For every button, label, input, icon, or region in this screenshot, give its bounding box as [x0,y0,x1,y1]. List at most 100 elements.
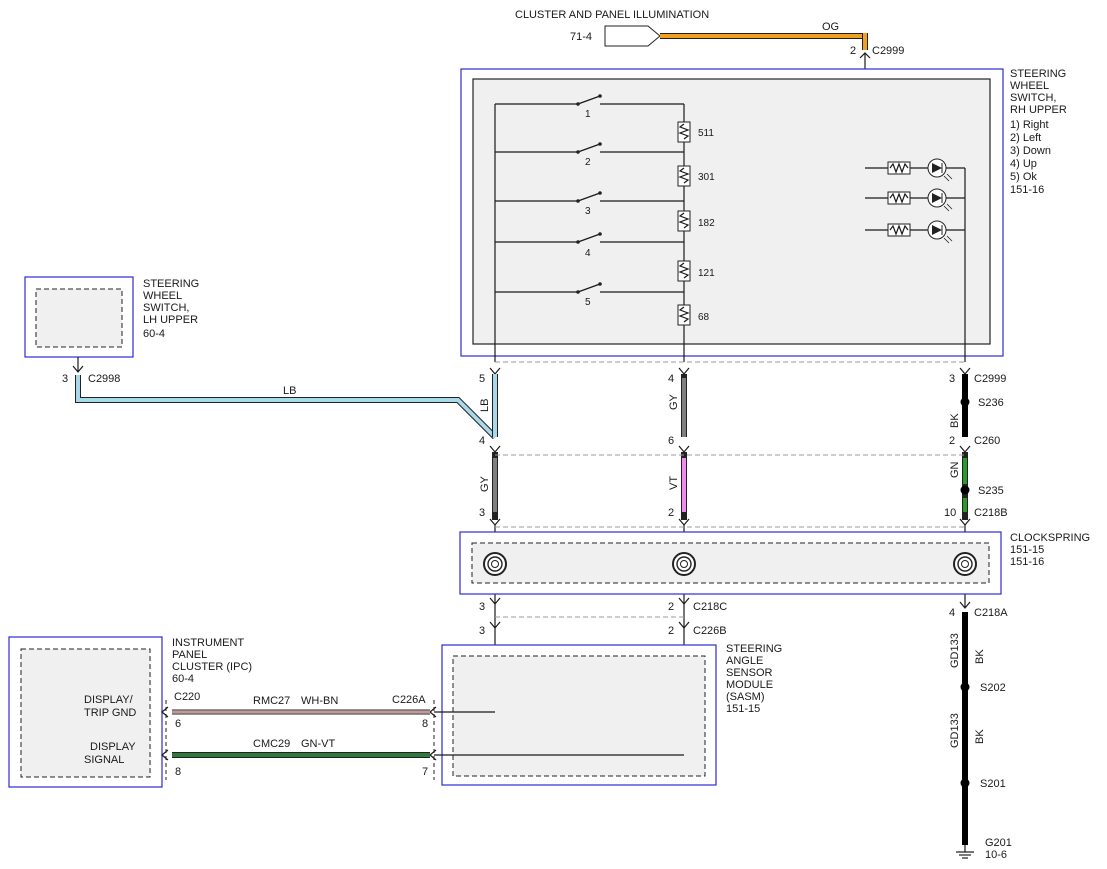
circuit-a-pin-top: 5 [479,373,485,385]
splice-4-label: S201 [980,778,1006,790]
sasm-ref: 151-15 [726,703,760,715]
led-1 [887,158,965,182]
switch-3-number: 3 [585,206,591,217]
circuit-b-pin-b1: 2 [668,601,674,613]
lh-switch-pin: 3 [62,373,68,385]
circuit-b-pin-top: 4 [668,373,674,385]
circuit-c-conn-top: C2999 [974,373,1006,385]
splice-s201 [960,778,970,788]
ipc-ref: 60-4 [172,673,194,685]
wire-1-circuit: RMC27 [253,695,290,707]
switch-5-number: 5 [585,297,591,308]
ipc-title-3: CLUSTER (IPC) [172,661,252,673]
circuit-b-pin-mid: 6 [668,435,674,447]
lh-upper-switch: STEERING WHEEL SWITCH, LH UPPER 60-4 3 C… [24,276,199,385]
switch-2: 2 [495,142,684,168]
circuit-c-pin-low: 10 [944,507,956,519]
circuit-b-pin-b2: 2 [668,625,674,637]
splice-s236 [960,397,970,407]
ipc-pin-1-label-2: TRIP GND [84,707,136,719]
sasm-title-1: STEERING [726,643,782,655]
circuit-a-pin-mid: 4 [479,435,485,447]
rh-func-2: 2) Left [1010,132,1041,144]
circuit-a-wire-mid: GY [479,475,491,492]
ipc-pin-2: 8 [175,766,181,778]
lh-switch-title-4: LH UPPER [143,314,198,326]
circuit-c-circuit-2: GD133 [949,713,961,748]
switch-5: 5 [495,282,684,308]
resistor-301: 301 [677,165,715,187]
illumination-feed: CLUSTER AND PANEL ILLUMINATION 71-4 OG 2… [515,9,904,230]
circuit-c-wire-4: BK [974,729,986,744]
resistor-3-value: 182 [698,218,715,229]
rh-switch-title-1: STEERING [1010,68,1066,80]
illumination-pin: 2 [850,45,856,57]
coil-icon [483,552,507,576]
steering-angle-sensor-module: STEERING ANGLE SENSOR MODULE (SASM) 151-… [392,643,782,786]
circuit-c-circuit-1: GD133 [949,633,961,668]
resistor-68: 68 [677,304,710,326]
circuit-b-wire-mid: VT [668,476,680,490]
illumination-connector: C2999 [872,45,904,57]
ground-icon [956,851,974,859]
circuit-a-pin-low: 3 [479,507,485,519]
resistor-4-value: 121 [698,268,715,279]
sasm-title-5: (SASM) [726,691,765,703]
circuit-b-conn-b1: C218C [693,601,727,613]
coil-icon [953,552,977,576]
resistor-511: 511 [677,121,714,143]
ipc-pin-1: 6 [175,718,181,730]
rh-func-4: 4) Up [1010,158,1037,170]
ipc-pin-1-label-1: DISPLAY/ [84,694,134,706]
circuit-c-conn-mid: C260 [974,435,1000,447]
led-2 [887,188,965,212]
sasm-title-2: ANGLE [726,655,763,667]
ground-ref: 10-6 [985,849,1007,861]
switch-4-number: 4 [585,248,591,259]
circuit-c-wire-3: BK [974,649,986,664]
splice-2-label: S235 [978,485,1004,497]
ipc-pin-2-label-1: DISPLAY [90,741,136,753]
splice-1-label: S236 [978,397,1004,409]
circuit-c-pin-top: 3 [949,373,955,385]
sasm-title-3: SENSOR [726,667,773,679]
switch-1-number: 1 [585,109,591,120]
og-wire-label: OG [822,21,839,33]
rh-switch-title-4: RH UPPER [1010,104,1067,116]
switch-1: 1 [495,94,684,120]
lh-switch-connector: C2998 [88,373,120,385]
circuit-a-pin-b2: 3 [479,625,485,637]
circuit-c-conn-low: C218B [974,507,1008,519]
circuit-a-wire-top: LB [479,399,491,412]
illumination-connector-shape [604,25,661,47]
lh-switch-title-1: STEERING [143,278,199,290]
resistor-5-value: 68 [698,312,710,323]
wire-2-circuit: CMC29 [253,738,290,750]
rh-func-5: 5) Ok [1010,171,1037,183]
circuit-b: 4 GY 6 VT 2 2 C218C 2 C226B [668,373,727,755]
circuit-c-pin-b1: 4 [949,607,955,619]
rh-func-3: 3) Down [1010,145,1051,157]
rh-switch-ref: 151-16 [1010,184,1044,196]
sasm-pin-2: 7 [422,766,428,778]
coil-icon [672,552,696,576]
ground-label: G201 [985,837,1012,849]
illumination-title: CLUSTER AND PANEL ILLUMINATION [515,9,709,21]
circuit-b-pin-low: 2 [668,507,674,519]
resistor-1-value: 511 [698,128,714,139]
rh-switch-title-3: SWITCH, [1010,92,1056,104]
circuit-c: 3 C2999 S236 BK 2 C260 GN S235 10 C218B … [944,373,1012,861]
circuit-c-conn-b1: C218A [974,607,1008,619]
circuit-a-pin-b1: 3 [479,601,485,613]
wire-1-color: WH-BN [301,695,338,707]
lh-switch-title-2: WHEEL [143,290,182,302]
switch-3: 3 [495,191,684,217]
ipc-title-2: PANEL [172,649,207,661]
rh-switch-title-2: WHEEL [1010,80,1049,92]
splice-s202 [960,682,970,692]
ipc-title-1: INSTRUMENT [172,637,244,649]
splice-3-label: S202 [980,682,1006,694]
clockspring-title: CLOCKSPRING [1010,532,1090,544]
lh-switch-ref: 60-4 [143,328,165,340]
